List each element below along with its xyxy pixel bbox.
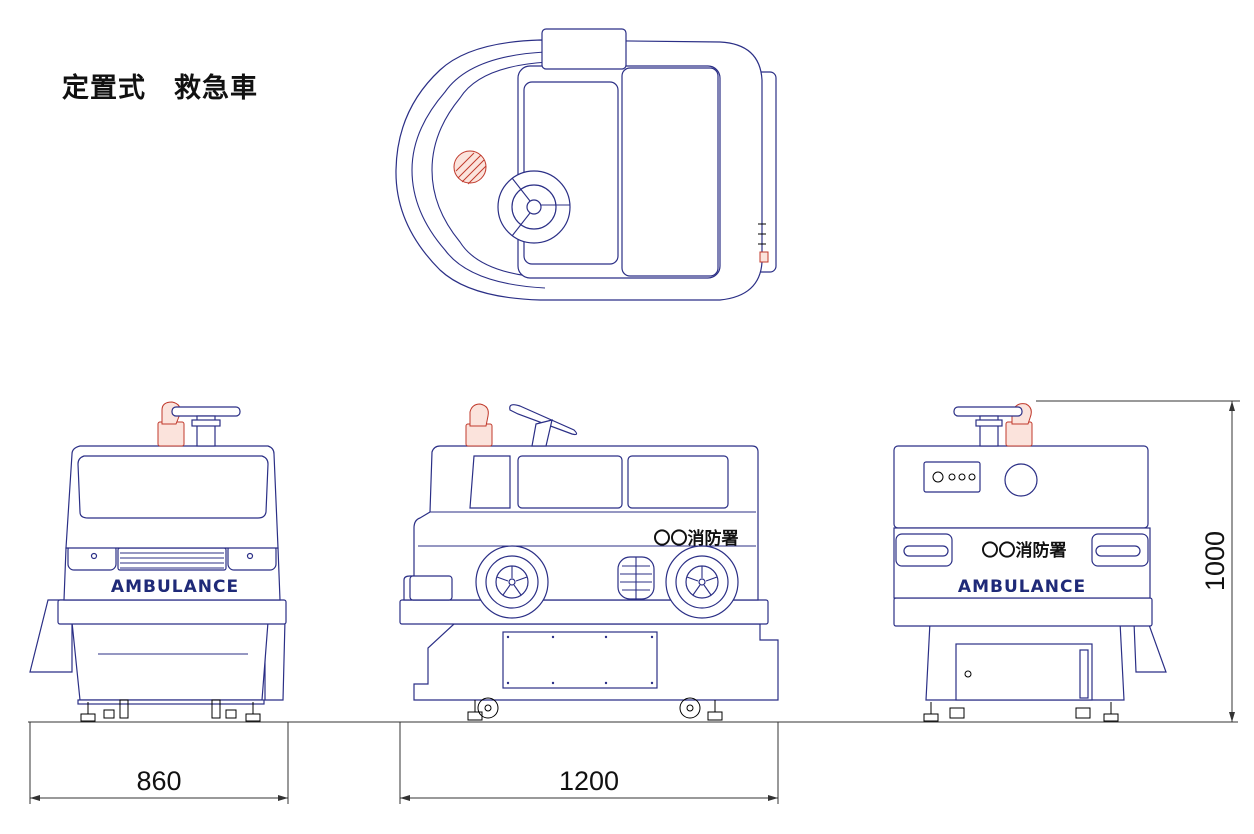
rear-station-label: 〇〇消防署: [982, 540, 1067, 561]
side-wheel-front: [475, 545, 549, 619]
dimension-width: 860: [136, 766, 181, 796]
rear-steering: [953, 406, 1023, 447]
front-steering: [171, 406, 241, 447]
rear-tail-light-left: [895, 533, 953, 567]
side-feet: [467, 697, 723, 721]
side-steering: [509, 404, 578, 447]
front-right-support: [264, 619, 286, 701]
side-view: 〇〇消防署: [399, 403, 779, 721]
rear-door: [955, 643, 1093, 701]
top-hood-line: [411, 51, 546, 289]
top-roof-panel-rear: [621, 67, 719, 277]
side-window-front: [469, 455, 511, 509]
rear-feet: [923, 702, 1119, 722]
rear-right-flare: [1133, 621, 1167, 673]
top-beacon: [453, 150, 487, 184]
front-ambulance-label: AMBULANCE: [111, 577, 239, 597]
front-bumper: [57, 599, 287, 625]
drawing-title: 定置式 救急車: [62, 73, 258, 104]
side-window-middle: [517, 455, 623, 509]
front-feet: [80, 699, 261, 722]
rear-control-panel: [923, 461, 981, 493]
dimension-lines: 860 1200 1000: [28, 400, 1240, 804]
top-hood-inner-line: [431, 61, 549, 279]
rear-round-port: [1004, 463, 1038, 497]
rear-bumper: [893, 597, 1153, 627]
front-view: AMBULANCE: [29, 401, 287, 722]
dimension-length: 1200: [559, 766, 619, 796]
rear-tail-light-right: [1091, 533, 1149, 567]
side-vent: [617, 556, 655, 600]
rear-ambulance-label: AMBULANCE: [958, 577, 1086, 597]
dimension-height: 1000: [1200, 531, 1230, 591]
side-access-panel: [502, 631, 658, 689]
side-front-bumper: [409, 575, 453, 601]
rear-hinge: [1079, 649, 1089, 699]
rear-view: 〇〇消防署 AMBULANCE: [893, 403, 1167, 722]
side-beacon: [465, 403, 493, 447]
side-wheel-rear: [665, 545, 739, 619]
top-tab: [541, 28, 627, 70]
front-base: [71, 621, 269, 701]
front-base-plate: [77, 699, 265, 705]
top-rear-light: [759, 251, 769, 263]
front-windshield: [77, 455, 269, 519]
side-station-label: 〇〇消防署: [654, 528, 739, 549]
front-grille: [117, 547, 227, 571]
top-steering-hub: [526, 199, 542, 215]
top-view: [395, 28, 777, 301]
side-window-rear: [627, 455, 729, 509]
